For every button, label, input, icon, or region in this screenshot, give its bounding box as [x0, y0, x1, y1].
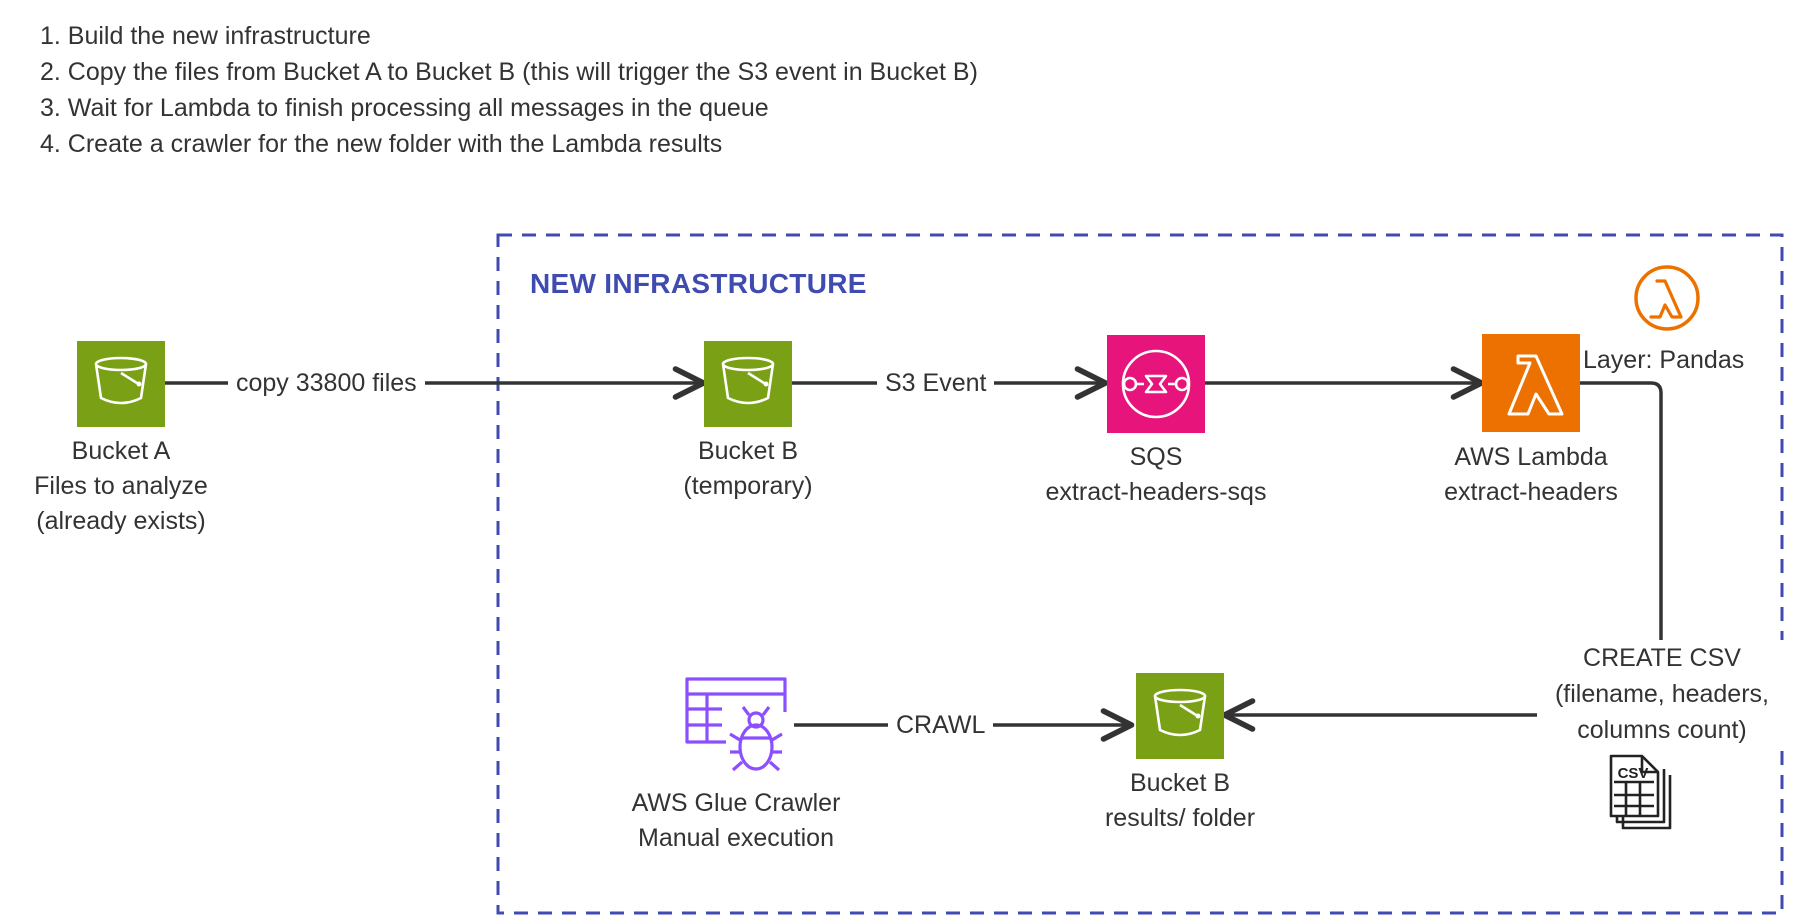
lambda-layer-label: Layer: Pandas — [1583, 346, 1745, 374]
bucket-b-temporary-note: (temporary) — [683, 472, 813, 500]
csv-file-icon-text: CSV — [1618, 765, 1649, 782]
step-item: 4. Create a crawler for the new folder w… — [40, 130, 723, 158]
create-csv-detail: (filename, headers, — [1554, 680, 1769, 708]
glue-crawler-name: AWS Glue Crawler — [631, 789, 841, 817]
step-item: 2. Copy the files from Bucket A to Bucke… — [40, 58, 978, 86]
bucket-b-results-name: Bucket B — [1129, 769, 1231, 797]
s3-bucket-icon — [1136, 673, 1224, 759]
glue-crawler-label: AWS Glue Crawler Manual execution — [606, 786, 866, 856]
csv-file-icon — [1609, 754, 1672, 830]
bucket-a-note: (already exists) — [36, 507, 206, 535]
s3-event-label: S3 Event — [877, 366, 995, 400]
crawl-label: CRAWL — [888, 708, 994, 742]
lambda-label: AWS Lambda extract-headers — [1411, 440, 1651, 510]
create-csv-title: CREATE CSV — [1583, 644, 1741, 672]
edge-create-csv — [1221, 381, 1663, 732]
bucket-b-temporary-name: Bucket B — [697, 437, 799, 465]
sqs-node[interactable] — [1107, 335, 1205, 433]
sqs-label: SQS extract-headers-sqs — [1016, 440, 1296, 510]
bucket-b-results-folder: results/ folder — [1104, 804, 1256, 832]
bucket-b-temporary-node[interactable] — [704, 341, 792, 427]
s3-bucket-icon — [704, 341, 792, 427]
lambda-icon — [1482, 334, 1580, 432]
lambda-layer-icon — [1634, 265, 1700, 331]
bucket-a-label: Bucket A Files to analyze (already exist… — [11, 434, 231, 539]
step-item: 3. Wait for Lambda to finish processing … — [40, 94, 769, 122]
glue-crawler-icon — [685, 677, 787, 772]
infrastructure-title: NEW INFRASTRUCTURE — [530, 268, 867, 299]
steps-list: 1. Build the new infrastructure 2. Copy … — [40, 18, 978, 162]
s3-bucket-icon — [77, 341, 165, 427]
create-csv-detail: columns count) — [1577, 716, 1747, 744]
bucket-a-name: Bucket A — [71, 437, 171, 465]
glue-crawler-note: Manual execution — [638, 824, 834, 852]
sqs-queue-name: extract-headers-sqs — [1045, 478, 1267, 506]
lambda-node[interactable] — [1482, 334, 1580, 432]
sqs-service-name: SQS — [1129, 443, 1183, 471]
bucket-a-description: Files to analyze — [34, 472, 208, 500]
new-infrastructure-boundary — [496, 233, 1784, 915]
copy-files-label: copy 33800 files — [228, 366, 425, 400]
bucket-b-results-label: Bucket B results/ folder — [1070, 766, 1290, 836]
lambda-function-name: extract-headers — [1444, 478, 1618, 506]
glue-crawler-node[interactable] — [685, 677, 787, 772]
create-csv-label: CREATE CSV (filename, headers, columns c… — [1537, 640, 1787, 748]
lambda-service-name: AWS Lambda — [1454, 443, 1608, 471]
step-item: 1. Build the new infrastructure — [40, 22, 371, 50]
bucket-b-temporary-label: Bucket B (temporary) — [638, 434, 858, 504]
bucket-b-results-node[interactable] — [1136, 673, 1224, 759]
bucket-a-node[interactable] — [77, 341, 165, 427]
